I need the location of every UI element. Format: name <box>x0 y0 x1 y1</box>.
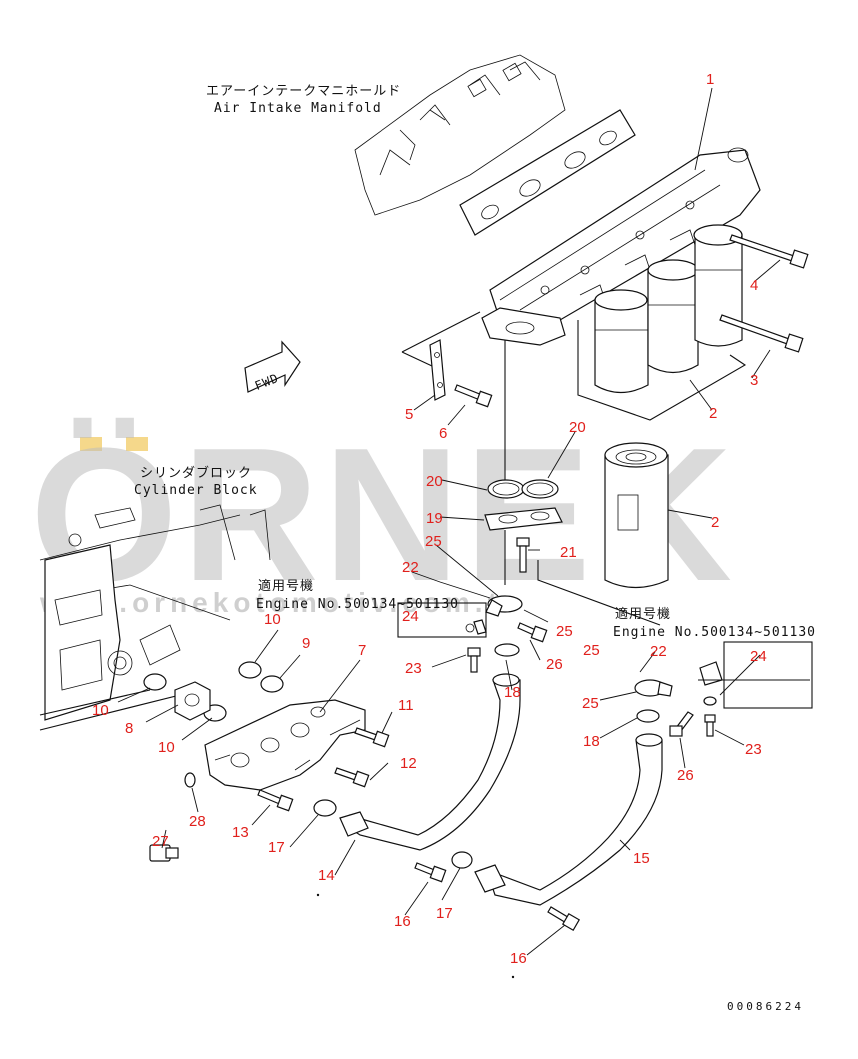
applicable-note-jp-left: 適用号機 <box>258 578 314 594</box>
callout-24-b: 24 <box>750 648 767 665</box>
pipe-15 <box>474 733 663 906</box>
callout-25-b: 25 <box>556 623 573 640</box>
cylinder-block-outline <box>39 504 271 731</box>
orings-20 <box>487 479 559 499</box>
callout-10-b: 10 <box>92 702 109 719</box>
bolt-26-left <box>517 622 548 643</box>
manifold-note-en: Air Intake Manifold <box>214 101 382 116</box>
group-lines-part-2 <box>401 311 747 421</box>
callout-28: 28 <box>189 813 206 830</box>
callout-25-d: 25 <box>582 695 599 712</box>
bolt-16-a <box>414 862 447 883</box>
adapter-8 <box>174 681 211 721</box>
callout-27: 27 <box>152 833 169 850</box>
watermark-accent-right <box>126 437 148 451</box>
callout-24-a: 24 <box>402 608 419 625</box>
callout-6: 6 <box>439 425 447 442</box>
clamp-left <box>465 595 523 635</box>
callout-3: 3 <box>750 372 758 389</box>
callout-2-a: 2 <box>709 405 717 422</box>
callout-7: 7 <box>358 642 366 659</box>
callout-16-b: 16 <box>510 950 527 967</box>
gasket-10-a <box>143 673 167 691</box>
box-24-left <box>397 602 487 638</box>
oring-18-right <box>636 709 660 723</box>
gasket-9 <box>260 675 284 693</box>
marker-dot-b <box>511 975 515 979</box>
pipe-14 <box>339 673 521 851</box>
gasket-10-c <box>238 661 262 679</box>
applicable-note-en-left: Engine No.500134~501130 <box>256 597 459 612</box>
callout-10-c: 10 <box>158 739 175 756</box>
callout-23-a: 23 <box>405 660 422 677</box>
callout-5: 5 <box>405 406 413 423</box>
callout-14: 14 <box>318 867 335 884</box>
clamp-right <box>634 661 810 737</box>
callout-16-a: 16 <box>394 913 411 930</box>
applicable-note-en-right: Engine No.500134~501130 <box>613 625 816 640</box>
air-intake-manifold-outline <box>354 54 566 216</box>
connection-lines <box>504 340 661 626</box>
callout-25-c: 25 <box>583 642 600 659</box>
gasket-17-a <box>313 799 337 817</box>
callout-17-a: 17 <box>268 839 285 856</box>
callout-18-a: 18 <box>504 684 521 701</box>
drawing-number: 00086224 <box>727 1000 804 1013</box>
block-note-jp: シリンダブロック <box>140 465 252 481</box>
manifold-note-jp: エアーインテークマニホールド <box>206 84 401 99</box>
callout-20-b: 20 <box>426 473 443 490</box>
leader-lines <box>117 87 781 956</box>
bracket-5-bolt-6 <box>429 339 493 408</box>
gasket-17-b <box>451 851 473 869</box>
bolt-13 <box>257 789 294 812</box>
manifold-gasket <box>459 109 636 236</box>
callout-22-b: 22 <box>650 643 667 660</box>
replacement-filter <box>604 442 669 589</box>
callout-23-b: 23 <box>745 741 762 758</box>
bolt-23-left <box>467 647 481 673</box>
fwd-arrow: FWD <box>244 340 301 393</box>
gasket-19 <box>484 507 563 531</box>
plug-27 <box>149 844 179 862</box>
callout-20-a: 20 <box>569 419 586 436</box>
box-24-right <box>723 641 813 709</box>
oring-28 <box>184 772 196 788</box>
callout-13: 13 <box>232 824 249 841</box>
callout-4: 4 <box>750 277 758 294</box>
callout-17-b: 17 <box>436 905 453 922</box>
callout-9: 9 <box>302 635 310 652</box>
callout-8: 8 <box>125 720 133 737</box>
bracket-7 <box>204 699 366 791</box>
applicable-note-jp-right: 適用号機 <box>615 606 671 622</box>
notes: エアーインテークマニホールド Air Intake Manifold シリンダブ… <box>134 84 816 1013</box>
bolt-16-b <box>547 906 581 932</box>
callout-11: 11 <box>398 697 414 714</box>
callout-15: 15 <box>633 850 650 867</box>
callout-26-b: 26 <box>677 767 694 784</box>
callout-19: 19 <box>426 510 443 527</box>
callout-2-b: 2 <box>711 514 719 531</box>
bolt-12 <box>334 767 370 788</box>
bolt-21 <box>516 537 530 573</box>
part-callouts: 1 2 2 3 4 5 6 7 8 9 10 10 10 11 12 13 14… <box>92 71 767 967</box>
callout-25-a: 25 <box>425 533 442 550</box>
callout-21: 21 <box>560 544 577 561</box>
callout-26-a: 26 <box>546 656 563 673</box>
bolts-4-3 <box>719 234 809 353</box>
callout-12: 12 <box>400 755 417 772</box>
callout-10-a: 10 <box>264 611 281 628</box>
block-note-en: Cylinder Block <box>134 483 258 498</box>
callout-22-a: 22 <box>402 559 419 576</box>
callout-18-b: 18 <box>583 733 600 750</box>
watermark-accent-left <box>80 437 102 451</box>
oring-18-left <box>494 643 520 657</box>
callout-1: 1 <box>706 71 714 88</box>
filter-head <box>481 147 761 346</box>
marker-dot-a <box>316 893 320 897</box>
bolt-11 <box>354 727 390 748</box>
